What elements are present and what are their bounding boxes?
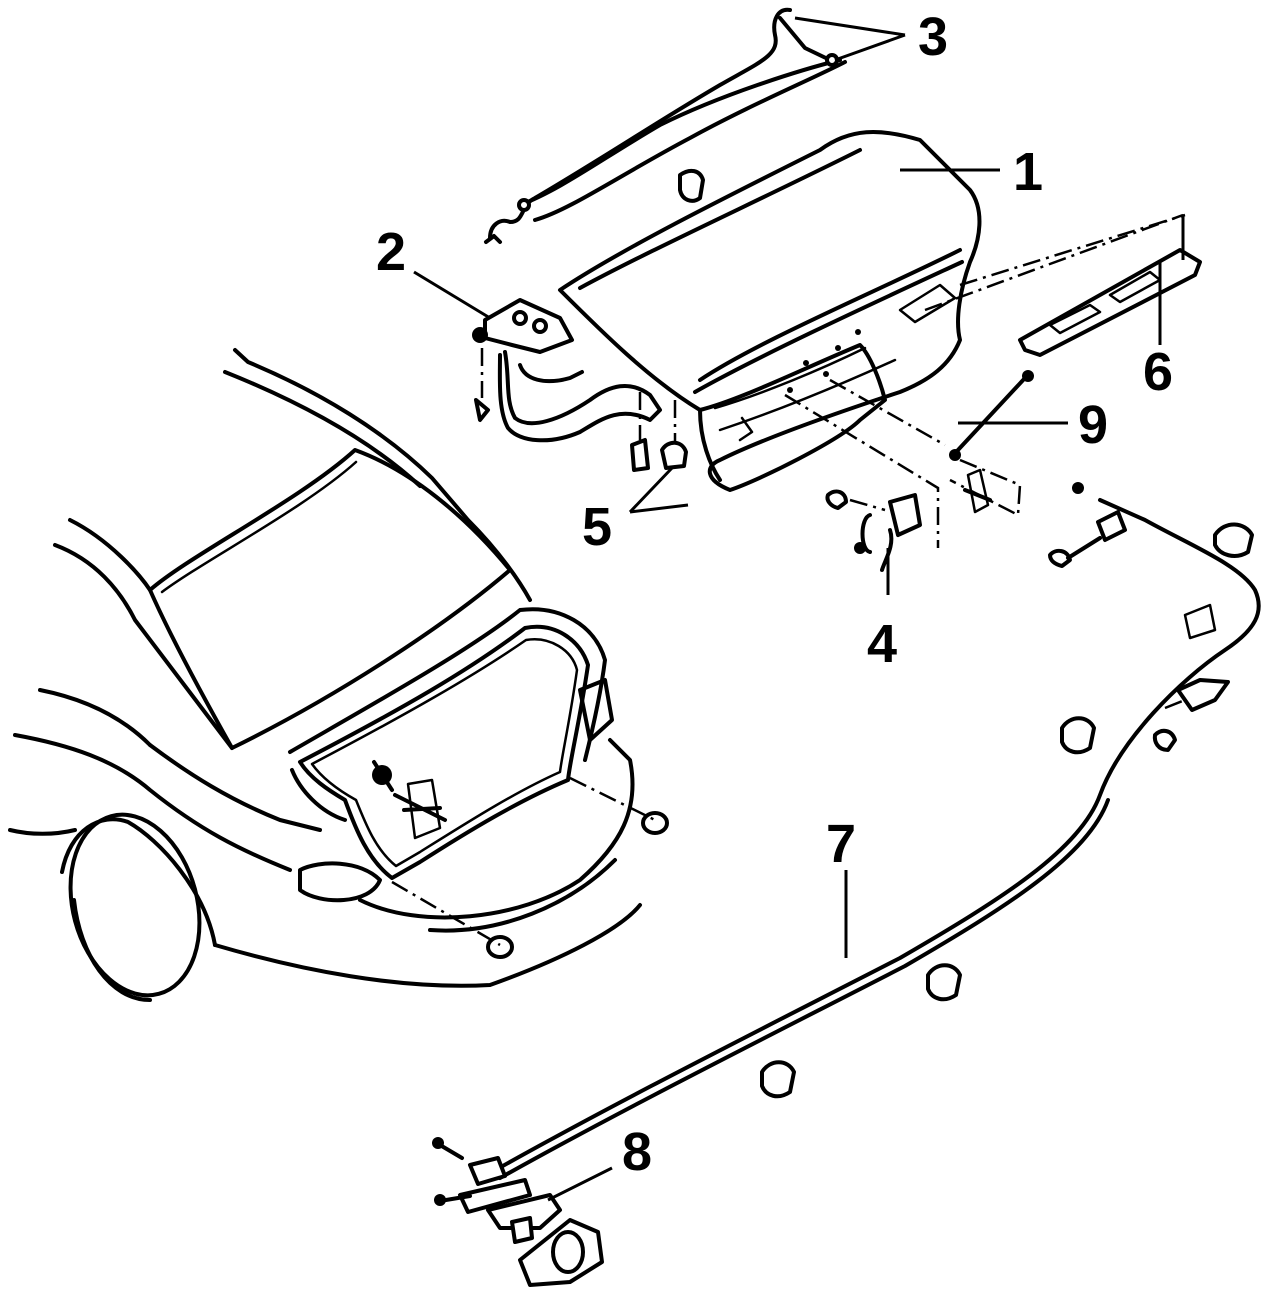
callout-6: 6 — [1143, 342, 1173, 402]
trunk-lid — [558, 130, 982, 492]
torsion-bars — [484, 7, 847, 244]
callout-4: 4 — [867, 614, 897, 674]
car-body — [8, 348, 669, 1002]
callout-9: 9 — [1078, 395, 1108, 455]
callout-7: 7 — [826, 814, 856, 874]
callout-leaders — [413, 16, 1162, 514]
trunk-lid-hinge — [472, 298, 688, 472]
callout-5: 5 — [582, 497, 612, 557]
callout-3: 3 — [918, 7, 948, 67]
callout-8: 8 — [622, 1122, 652, 1182]
trunk-opener-cable — [490, 482, 1261, 1180]
trunk-lid-lock — [784, 393, 940, 595]
trunk-opener-switch — [829, 370, 1034, 517]
trunk-lid-finisher — [924, 213, 1202, 357]
callout-1: 1 — [1013, 142, 1043, 202]
callout-2: 2 — [376, 222, 406, 282]
trunk-opener-lever — [432, 1137, 613, 1287]
